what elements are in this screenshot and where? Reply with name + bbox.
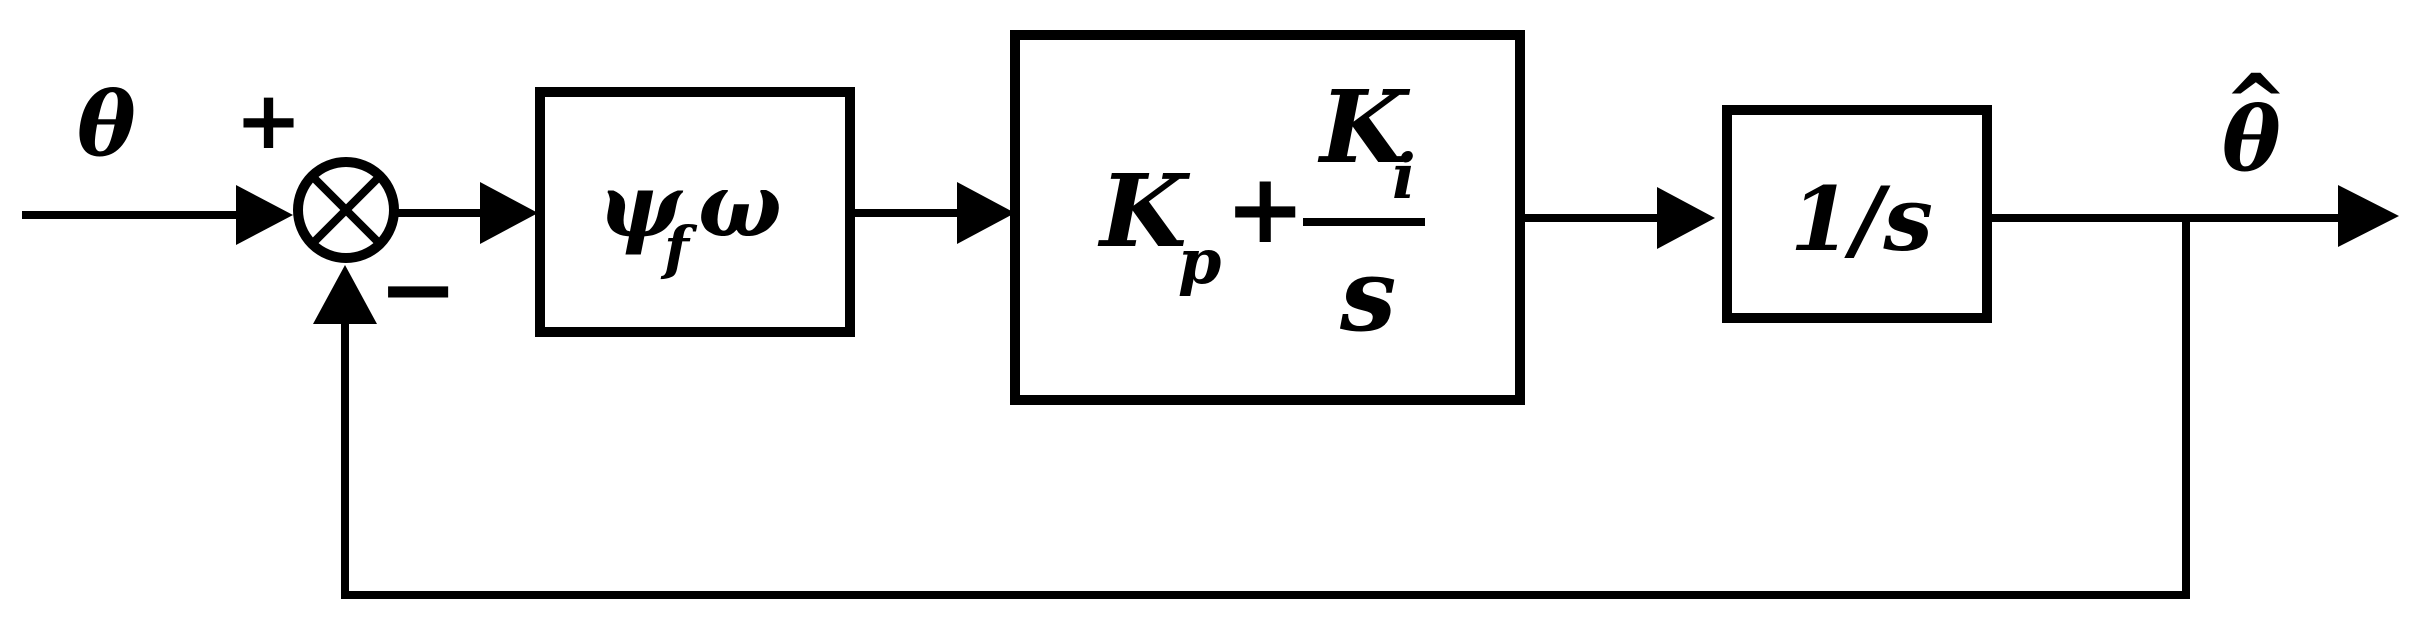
pi-denominator-s: s (1339, 236, 1396, 354)
integrator-block (1722, 105, 1992, 323)
input-arrowhead (236, 185, 293, 245)
arrowhead-pi-block (957, 182, 1015, 244)
pi-ki-term: K i (1317, 68, 1442, 213)
pi-kp-term: K p (1097, 152, 1222, 298)
pi-ki-base: K (1317, 68, 1411, 186)
input-theta-label: θ (77, 72, 136, 176)
pi-controller-block (1010, 30, 1525, 405)
feedback-arrowhead (313, 265, 377, 324)
integrator-block-label: 1/s (1790, 167, 1933, 271)
flux-speed-block (535, 87, 855, 337)
pi-kp-base: K (1097, 152, 1191, 270)
pi-controller-label: K p + K i s (1097, 68, 1442, 354)
output-hat: ^ (2224, 57, 2288, 146)
feedback-path (341, 218, 2190, 599)
output-theta-hat-label: θ (2222, 87, 2281, 191)
arrowhead-flux-block (480, 182, 538, 244)
flux-speed-psi: ψ (598, 153, 684, 257)
pi-ki-subscript: i (1392, 140, 1416, 213)
summing-minus-sign: − (378, 233, 458, 345)
summing-junction-cross-b (310, 174, 382, 246)
flux-speed-subscript-f: f (660, 214, 698, 282)
arrowhead-integrator (1657, 187, 1715, 249)
summing-plus-sign: + (235, 74, 302, 167)
output-arrowhead (2338, 185, 2399, 247)
flux-speed-omega: ω (698, 153, 782, 257)
output-theta: θ (2222, 87, 2281, 191)
pi-plus-sign: + (1225, 153, 1305, 265)
flux-speed-block-label: ψ f ω (598, 153, 782, 289)
pi-kp-subscript: p (1178, 225, 1221, 298)
